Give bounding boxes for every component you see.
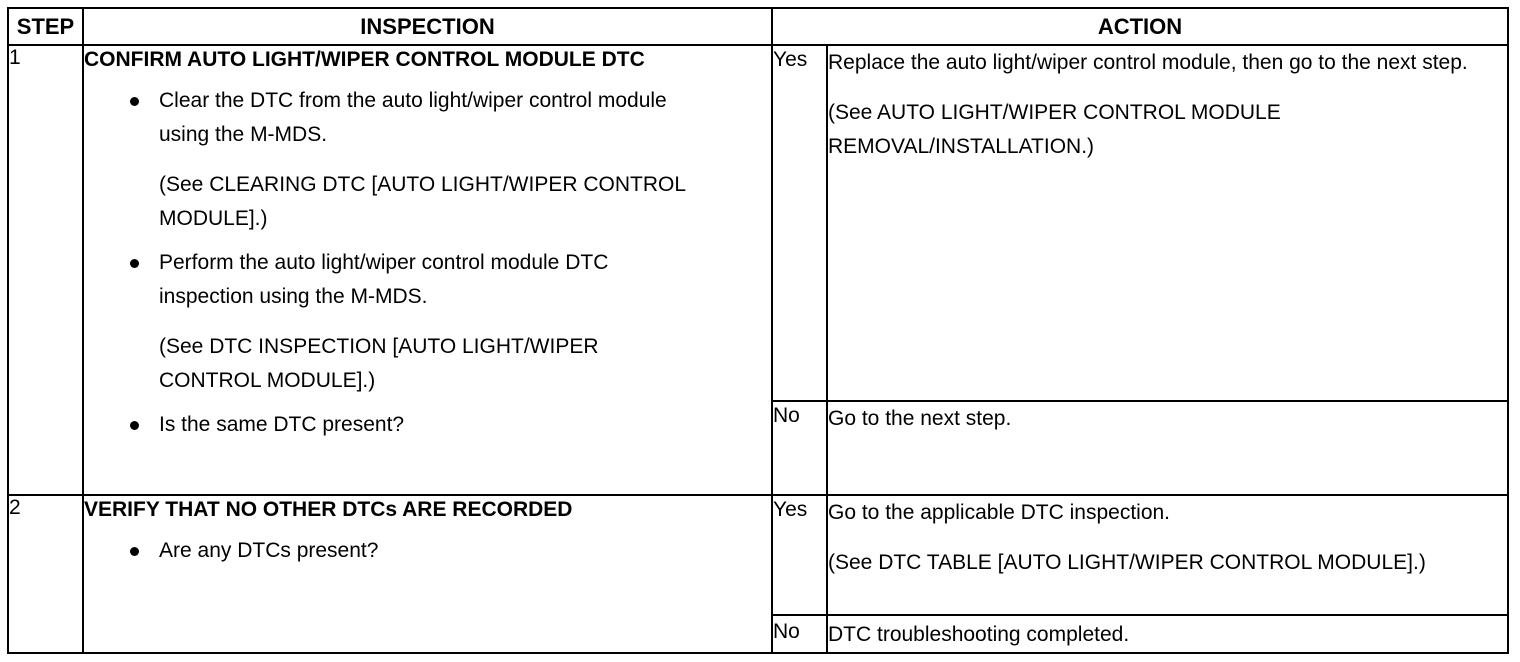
step-number: 1 (7, 44, 84, 496)
yes-action-text: Replace the auto light/wiper control mod… (828, 51, 1468, 74)
inspection-cell: VERIFY THAT NO OTHER DTCs ARE RECORDED A… (82, 493, 773, 655)
header-row: STEP INSPECTION ACTION (7, 7, 1510, 46)
no-action-text: DTC troubleshooting completed. (828, 622, 1130, 646)
see-reference: (See DTC INSPECTION [AUTO LIGHT/WIPER CO… (159, 335, 599, 392)
no-action-cell: DTC troubleshooting completed. (825, 613, 1510, 655)
dtc-troubleshooting-table: STEP INSPECTION ACTION 1 CONFIRM AUTO LI… (7, 7, 1510, 655)
bullet-text: Are any DTCs present? (159, 538, 379, 562)
yes-label: Yes (771, 43, 828, 403)
no-label: No (771, 400, 828, 496)
inspection-bullets: Clear the DTC from the auto light/wiper … (84, 84, 771, 442)
bullet-icon (130, 421, 139, 430)
yes-action-cell: Replace the auto light/wiper control mod… (825, 43, 1510, 403)
bullet-icon (130, 259, 139, 268)
see-reference: (See AUTO LIGHT/WIPER CONTROL MODULE REM… (828, 101, 1281, 158)
table-row-step-1-yes: 1 CONFIRM AUTO LIGHT/WIPER CONTROL MODUL… (7, 43, 1510, 496)
no-action-cell: Go to the next step. (825, 400, 1510, 496)
header-step: STEP (7, 7, 84, 46)
bullet-text: Clear the DTC from the auto light/wiper … (159, 89, 667, 146)
yes-label: Yes (771, 493, 828, 616)
inspection-title: CONFIRM AUTO LIGHT/WIPER CONTROL MODULE … (84, 48, 645, 71)
see-reference: (See CLEARING DTC [AUTO LIGHT/WIPER CONT… (159, 173, 686, 230)
table-row-step-1-no: No Go to the next step. (8, 400, 1510, 496)
no-action-text: Go to the next step. (828, 407, 1012, 431)
list-item: Are any DTCs present? (84, 534, 771, 568)
header-action: ACTION (770, 7, 1510, 46)
header-inspection: INSPECTION (82, 7, 773, 46)
no-label: No (771, 613, 828, 655)
table-row-step-2-yes: 2 VERIFY THAT NO OTHER DTCs ARE RECORDED… (7, 493, 1510, 655)
bullet-icon (130, 97, 139, 106)
list-item: Perform the auto light/wiper control mod… (84, 246, 771, 398)
list-item: Clear the DTC from the auto light/wiper … (84, 84, 771, 236)
table-row-step-2-no: No DTC troubleshooting completed. (8, 613, 1510, 655)
bullet-text: Is the same DTC present? (159, 413, 405, 436)
list-item: Is the same DTC present? (84, 408, 771, 442)
bullet-icon (130, 546, 139, 556)
see-reference: (See DTC TABLE [AUTO LIGHT/WIPER CONTROL… (828, 550, 1426, 574)
step-number: 2 (7, 493, 84, 655)
inspection-bullets: Are any DTCs present? (84, 534, 771, 568)
bullet-text: Perform the auto light/wiper control mod… (159, 251, 609, 308)
yes-action-cell: Go to the applicable DTC inspection. (Se… (825, 493, 1510, 616)
yes-action-text: Go to the applicable DTC inspection. (828, 500, 1171, 524)
inspection-cell: CONFIRM AUTO LIGHT/WIPER CONTROL MODULE … (82, 44, 773, 496)
inspection-title: VERIFY THAT NO OTHER DTCs ARE RECORDED (84, 497, 573, 521)
